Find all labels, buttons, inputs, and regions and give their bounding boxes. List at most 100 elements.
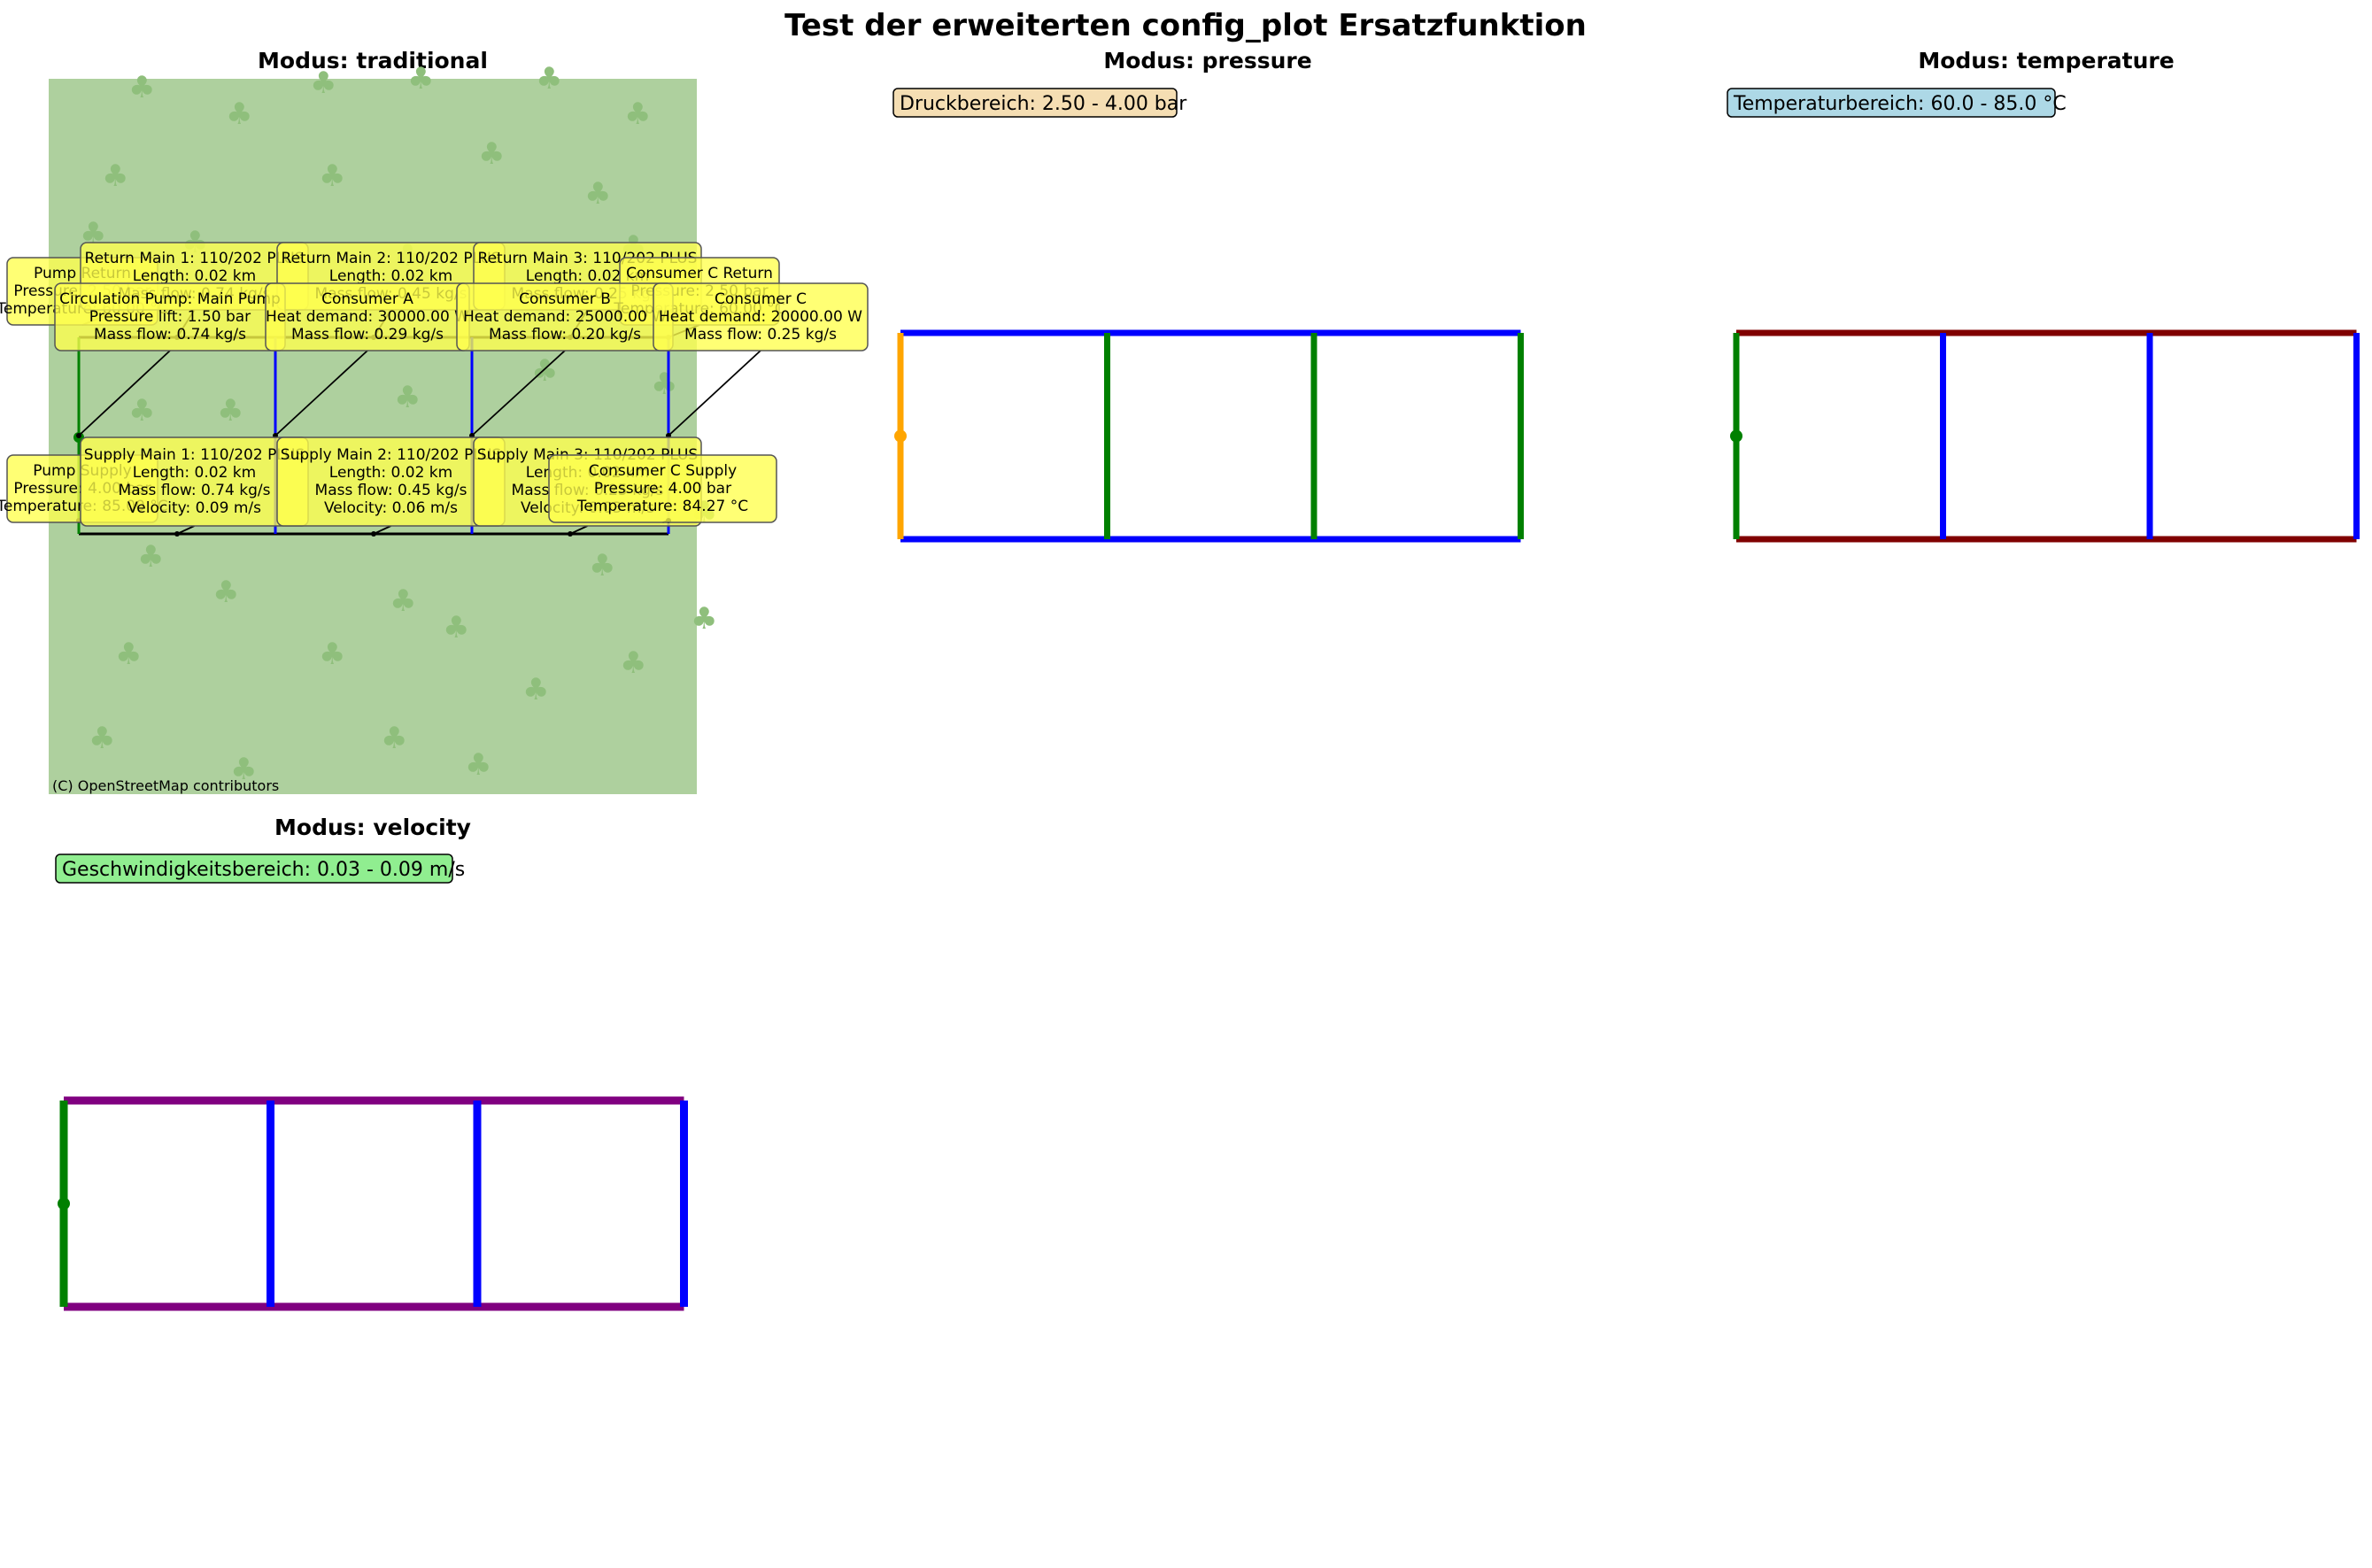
tree-icon: ♣ bbox=[212, 575, 239, 610]
pump-node bbox=[894, 429, 907, 443]
tree-icon: ♣ bbox=[478, 136, 505, 172]
annotation-line: Mass flow: 0.20 kg/s bbox=[489, 326, 641, 344]
network-pressure bbox=[894, 329, 1524, 543]
network-temperature bbox=[1730, 329, 2360, 543]
map-attribution: (C) OpenStreetMap contributors bbox=[52, 777, 279, 794]
panel-velocity: Modus: velocity Geschwindigkeitsbereich:… bbox=[55, 815, 688, 1311]
range-label-velocity: Geschwindigkeitsbereich: 0.03 - 0.09 m/s bbox=[62, 859, 465, 881]
annotation-line: Velocity: 0.09 m/s bbox=[127, 499, 261, 517]
panel-temperature: Modus: temperature Temperaturbereich: 60… bbox=[1727, 48, 2360, 543]
annotation-line: Length: 0.02 km bbox=[526, 267, 649, 285]
tree-icon: ♣ bbox=[89, 721, 115, 756]
consumer-node bbox=[1518, 433, 1524, 439]
annotation-line: Consumer C Supply bbox=[589, 462, 737, 480]
map-background bbox=[49, 79, 697, 794]
annotation-arrow bbox=[471, 350, 566, 436]
annotation-box bbox=[548, 454, 777, 523]
annotation-line: Length: 0.02 km bbox=[329, 267, 452, 285]
network-velocity bbox=[58, 1096, 688, 1311]
tree-icon: ♣ bbox=[390, 583, 416, 619]
tree-icon: ♣ bbox=[319, 637, 345, 672]
annotation-line: Length: 0.02 km bbox=[329, 464, 452, 482]
annotation-line: Mass flow: 0.29 kg/s bbox=[291, 326, 444, 344]
tree-icon: ♣ bbox=[620, 645, 646, 681]
tree-icon: ♣ bbox=[128, 393, 155, 429]
annotation-arrow bbox=[274, 350, 368, 436]
annotation-line: Length: 0.02 km bbox=[133, 267, 256, 285]
annotation-line: Mass flow: 0.45 kg/s bbox=[315, 482, 467, 499]
consumer-node bbox=[1940, 433, 1946, 439]
annotation-line: Heat demand: 20000.00 W bbox=[659, 308, 862, 326]
range-box-velocity bbox=[55, 854, 453, 884]
annotation-line: Return Main 2: 110/202 PLUS bbox=[282, 250, 501, 267]
pump-node bbox=[58, 1197, 70, 1210]
annotation-line: Pressure: 4.00 bar bbox=[594, 480, 731, 498]
tree-icon: ♣ bbox=[394, 380, 421, 415]
annotation-line: Length: 0.02 km bbox=[133, 464, 256, 482]
consumer-node bbox=[475, 1201, 480, 1207]
annotation-line: Velocity: 0.06 m/s bbox=[324, 499, 458, 517]
consumer-node bbox=[681, 1201, 687, 1207]
annotation-line: Circulation Pump: Main Pump bbox=[59, 290, 281, 308]
annotation-line: Pressure lift: 1.50 bar bbox=[89, 308, 251, 326]
consumer-node bbox=[267, 1201, 274, 1207]
annotation-line: Mass flow: 0.74 kg/s bbox=[119, 482, 271, 499]
annotations-traditional: Pump ReturnPressure: 2.50 barTemperature… bbox=[0, 242, 869, 537]
tree-icon: ♣ bbox=[651, 367, 677, 402]
annotation-line: Return Main 1: 110/202 PLUS bbox=[85, 250, 305, 267]
tree-icon: ♣ bbox=[128, 70, 155, 105]
tree-icon: ♣ bbox=[319, 158, 345, 194]
range-label-pressure: Druckbereich: 2.50 - 4.00 bar bbox=[900, 93, 1187, 115]
figure-title: Test der erweiterten config_plot Ersatzf… bbox=[784, 8, 1587, 43]
annotation-line: Consumer C Return bbox=[626, 265, 773, 282]
annotation-arrow bbox=[176, 525, 195, 535]
range-box-pressure bbox=[892, 88, 1178, 118]
annotation-arrow-head bbox=[76, 433, 81, 438]
panel-title-temperature: Modus: temperature bbox=[1918, 48, 2174, 73]
annotation-arrow bbox=[569, 525, 588, 535]
tree-icon: ♣ bbox=[531, 353, 558, 389]
consumer-node bbox=[2147, 433, 2152, 439]
tree-icon: ♣ bbox=[522, 672, 549, 707]
panel-title-traditional: Modus: traditional bbox=[258, 48, 488, 73]
annotation-line: Consumer A bbox=[321, 290, 413, 308]
tree-icon: ♣ bbox=[465, 747, 491, 783]
annotation-arrow-head bbox=[371, 531, 376, 537]
annotation-box bbox=[653, 282, 869, 351]
range-box-temperature bbox=[1727, 88, 2056, 118]
annotation-line: Supply Main 1: 110/202 PLUS bbox=[84, 446, 305, 464]
range-label-temperature: Temperaturbereich: 60.0 - 85.0 °C bbox=[1733, 93, 2067, 115]
annotation-line: Mass flow: 0.25 kg/s bbox=[684, 326, 837, 344]
tree-icon: ♣ bbox=[310, 66, 336, 101]
annotation-arrow-head bbox=[568, 531, 573, 537]
panel-title-velocity: Modus: velocity bbox=[274, 815, 471, 840]
tree-icon: ♣ bbox=[381, 721, 407, 756]
tree-icon: ♣ bbox=[115, 637, 142, 672]
annotation-line: Mass flow: 0.74 kg/s bbox=[94, 326, 246, 344]
tree-icon: ♣ bbox=[230, 752, 257, 787]
tree-icon: ♣ bbox=[536, 61, 562, 97]
annotation-line: Temperature: 84.27 °C bbox=[576, 498, 748, 515]
tree-icon: ♣ bbox=[217, 393, 243, 429]
annotation-line: Supply Main 2: 110/202 PLUS bbox=[281, 446, 501, 464]
panel-pressure: Modus: pressure Druckbereich: 2.50 - 4.0… bbox=[892, 48, 1524, 543]
tree-icon: ♣ bbox=[584, 176, 611, 212]
panel-title-pressure: Modus: pressure bbox=[1103, 48, 1311, 73]
pump-node bbox=[1730, 429, 1742, 443]
consumer-node bbox=[1104, 433, 1110, 439]
tree-icon: ♣ bbox=[589, 548, 615, 583]
annotation-arrow bbox=[373, 525, 391, 535]
annotation-line: Heat demand: 25000.00 W bbox=[463, 308, 667, 326]
annotation-line: Consumer C bbox=[715, 290, 807, 308]
tree-icon: ♣ bbox=[226, 97, 252, 132]
annotation-arrow bbox=[78, 350, 171, 436]
tree-icon: ♣ bbox=[443, 610, 469, 645]
tree-icon: ♣ bbox=[691, 601, 717, 637]
